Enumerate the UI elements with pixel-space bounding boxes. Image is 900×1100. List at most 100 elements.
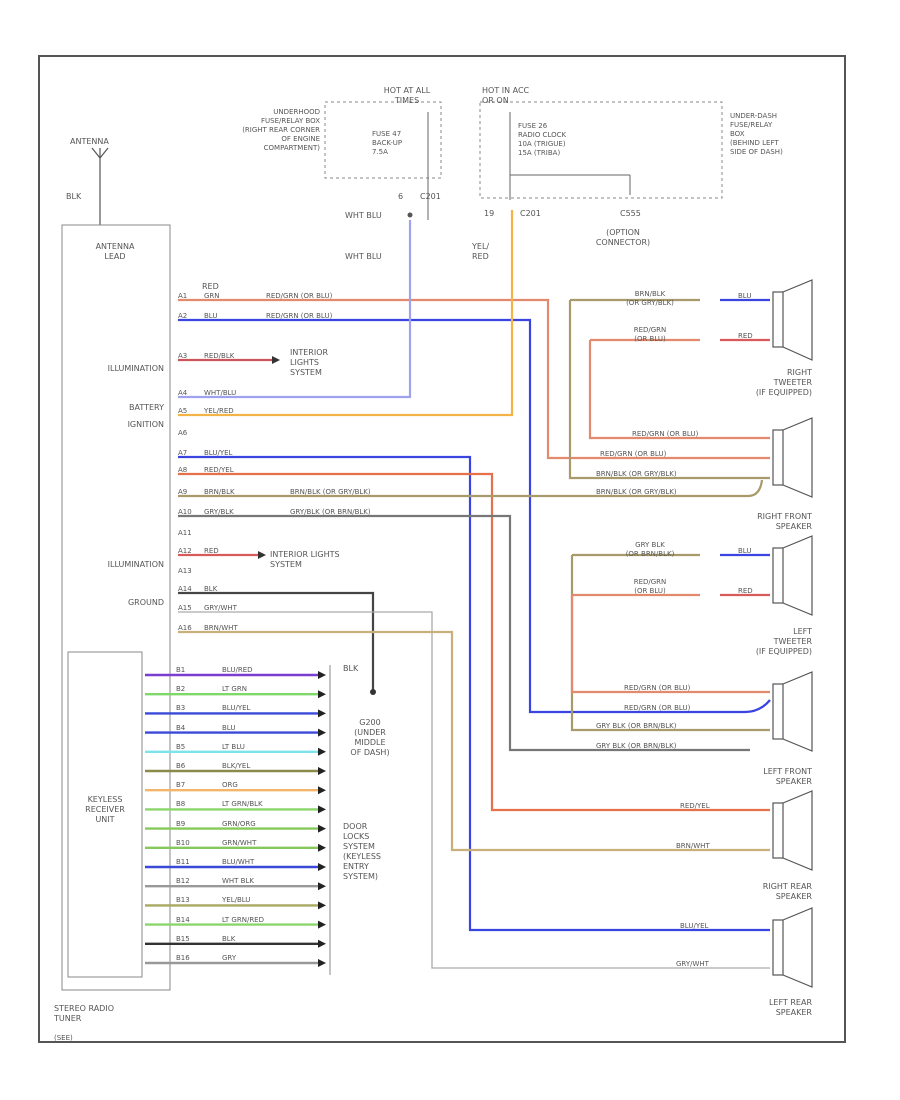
keyless-wire-arrow	[318, 747, 326, 756]
a-pin-label: A14	[178, 585, 192, 593]
keyless-wires	[145, 671, 326, 967]
c201-pin-6: 6	[398, 192, 404, 201]
wire-a4	[178, 220, 412, 399]
wire-a9-ext-label: BRN/BLK (OR GRY/BLK)	[290, 488, 371, 496]
rr-wire-2-label: BRN/WHT	[676, 842, 710, 850]
wire-a5	[178, 210, 514, 417]
a-pin-label: A8	[178, 466, 188, 474]
wht-blu-label-2: WHT BLU	[345, 252, 382, 261]
hot-at-all-times-label: HOT AT ALL TIMES	[383, 86, 431, 105]
wire-a14	[178, 591, 375, 690]
b-wire-label: WHT BLK	[222, 877, 254, 886]
c555-label: C555	[620, 209, 641, 218]
wire-a3-label: RED/BLK	[204, 352, 235, 360]
right-rear-label: RIGHT REAR SPEAKER	[762, 882, 812, 901]
left-tweeter-icon	[772, 535, 813, 616]
fuse-backup-label: FUSE 47 BACK-UP 7.5A	[372, 130, 403, 156]
a-pin-label: A16	[178, 624, 192, 632]
a-pin-label: A2	[178, 312, 188, 320]
c201-pin-19: 19	[484, 209, 495, 218]
ltw-red-label: RED	[738, 587, 753, 595]
a-pin-label: A6	[178, 429, 188, 437]
b-pin-label: B5	[176, 742, 186, 751]
wire-a1-ext-label: RED/GRN (OR BLU)	[266, 292, 333, 300]
b-wire-label: BLU/YEL	[222, 704, 251, 713]
keyless-wire-arrow	[318, 863, 326, 871]
rtw-blu-label: BLU	[738, 292, 752, 300]
left-rear-label: LEFT REAR SPEAKER	[768, 998, 812, 1017]
keyless-wire-arrow	[318, 959, 326, 967]
b-pin-label: B8	[176, 800, 186, 809]
left-front-label: LEFT FRONT SPEAKER	[763, 767, 812, 786]
b-pin-label: B7	[176, 781, 186, 790]
ground-g200	[370, 689, 376, 695]
a-pin-label: A15	[178, 604, 192, 612]
keyless-wire-arrow	[318, 843, 326, 852]
b-pin-label: B11	[176, 858, 190, 866]
antenna-wire-label: BLK	[66, 192, 82, 201]
underhood-box-label: UNDERHOOD FUSE/RELAY BOX (RIGHT REAR COR…	[242, 108, 320, 152]
ltw-bot-label: RED/GRN (OR BLU)	[633, 578, 667, 595]
b-wire-label: BLK/YEL	[222, 762, 251, 770]
keyless-wire-arrow	[318, 671, 326, 679]
rf-wire-3-label: BRN/BLK (OR GRY/BLK)	[596, 470, 677, 478]
arrow-interior-lights-2	[258, 551, 266, 559]
right-front-label: RIGHT FRONT SPEAKER	[757, 512, 812, 531]
right-rear-speaker-icon	[772, 790, 813, 871]
a-pin-label: A12	[178, 547, 192, 555]
b-wire-label: ORG	[222, 781, 238, 790]
battery-label: BATTERY	[129, 403, 164, 412]
a-pin-label: A13	[178, 567, 192, 575]
b-wire-label: BLK	[222, 934, 236, 943]
wire-a5-label: YEL/RED	[204, 407, 234, 415]
keyless-wire-arrow	[318, 939, 326, 948]
lr-wire-1-label: BLU/YEL	[680, 922, 709, 930]
a-pin-label: A5	[178, 407, 188, 415]
wire-a2	[178, 318, 771, 714]
wire-a2-ext-label: RED/GRN (OR BLU)	[266, 312, 333, 320]
b-wire-label: BLU/WHT	[222, 858, 255, 866]
wire-a1	[178, 298, 770, 460]
b-pin-label: B3	[176, 704, 186, 713]
ground-label: GROUND	[127, 598, 164, 607]
ltw-top-label: GRY BLK (OR BRN/BLK)	[625, 541, 675, 558]
rf-wire-2-label: RED/GRN (OR BLU)	[600, 450, 667, 458]
wire-a16-label: BRN/WHT	[204, 624, 238, 632]
rtw-bot-label: RED/GRN (OR BLU)	[633, 326, 667, 343]
lr-wire-2-label: GRY/WHT	[676, 960, 709, 968]
keyless-receiver-label: KEYLESS RECEIVER UNIT	[85, 795, 125, 824]
wire-a15	[178, 611, 770, 969]
hot-in-acc-label: HOT IN ACC OR ON	[482, 86, 530, 105]
a-pin-label: A11	[178, 529, 192, 537]
b-wire-label: LT GRN	[222, 685, 247, 694]
rf-wire-4-label: BRN/BLK (OR GRY/BLK)	[596, 488, 677, 496]
b-pin-label: B13	[176, 896, 190, 905]
stereo-tuner-label: STEREO RADIO TUNER	[54, 1004, 114, 1023]
c201-label-a: C201	[420, 192, 441, 201]
keyless-wire-arrow	[318, 728, 326, 737]
lf-wire-4-label: GRY BLK (OR BRN/BLK)	[596, 742, 677, 750]
keyless-wire-arrow	[318, 805, 326, 814]
rtw-top-label: BRN/BLK (OR GRY/BLK)	[626, 290, 674, 307]
wire-a7	[178, 455, 770, 932]
underdash-fuse-box	[479, 101, 723, 199]
right-front-speaker-icon	[772, 417, 813, 498]
lf-wire-2-label: RED/GRN (OR BLU)	[624, 704, 691, 712]
keyless-wire-arrow	[318, 690, 326, 699]
arrow-interior-lights-1	[272, 356, 280, 364]
illumination-label-1: ILLUMINATION	[107, 364, 164, 373]
b-pin-label: B2	[176, 685, 186, 694]
keyless-wire-arrow	[318, 709, 326, 718]
a-pin-label: A4	[178, 389, 188, 397]
b-pin-label: B14	[176, 915, 190, 924]
ground-blk-label: BLK	[343, 664, 359, 673]
b-pin-label: B4	[176, 723, 186, 732]
wire-a2-label: BLU	[204, 312, 218, 320]
wire-a9	[178, 479, 764, 498]
b-wire-label: LT GRN/RED	[222, 915, 264, 924]
keyless-wire-arrow	[318, 824, 326, 833]
wht-blu-label-1: WHT BLU	[345, 211, 382, 220]
b-pin-label: B16	[176, 954, 190, 962]
antenna-icon	[91, 147, 109, 225]
